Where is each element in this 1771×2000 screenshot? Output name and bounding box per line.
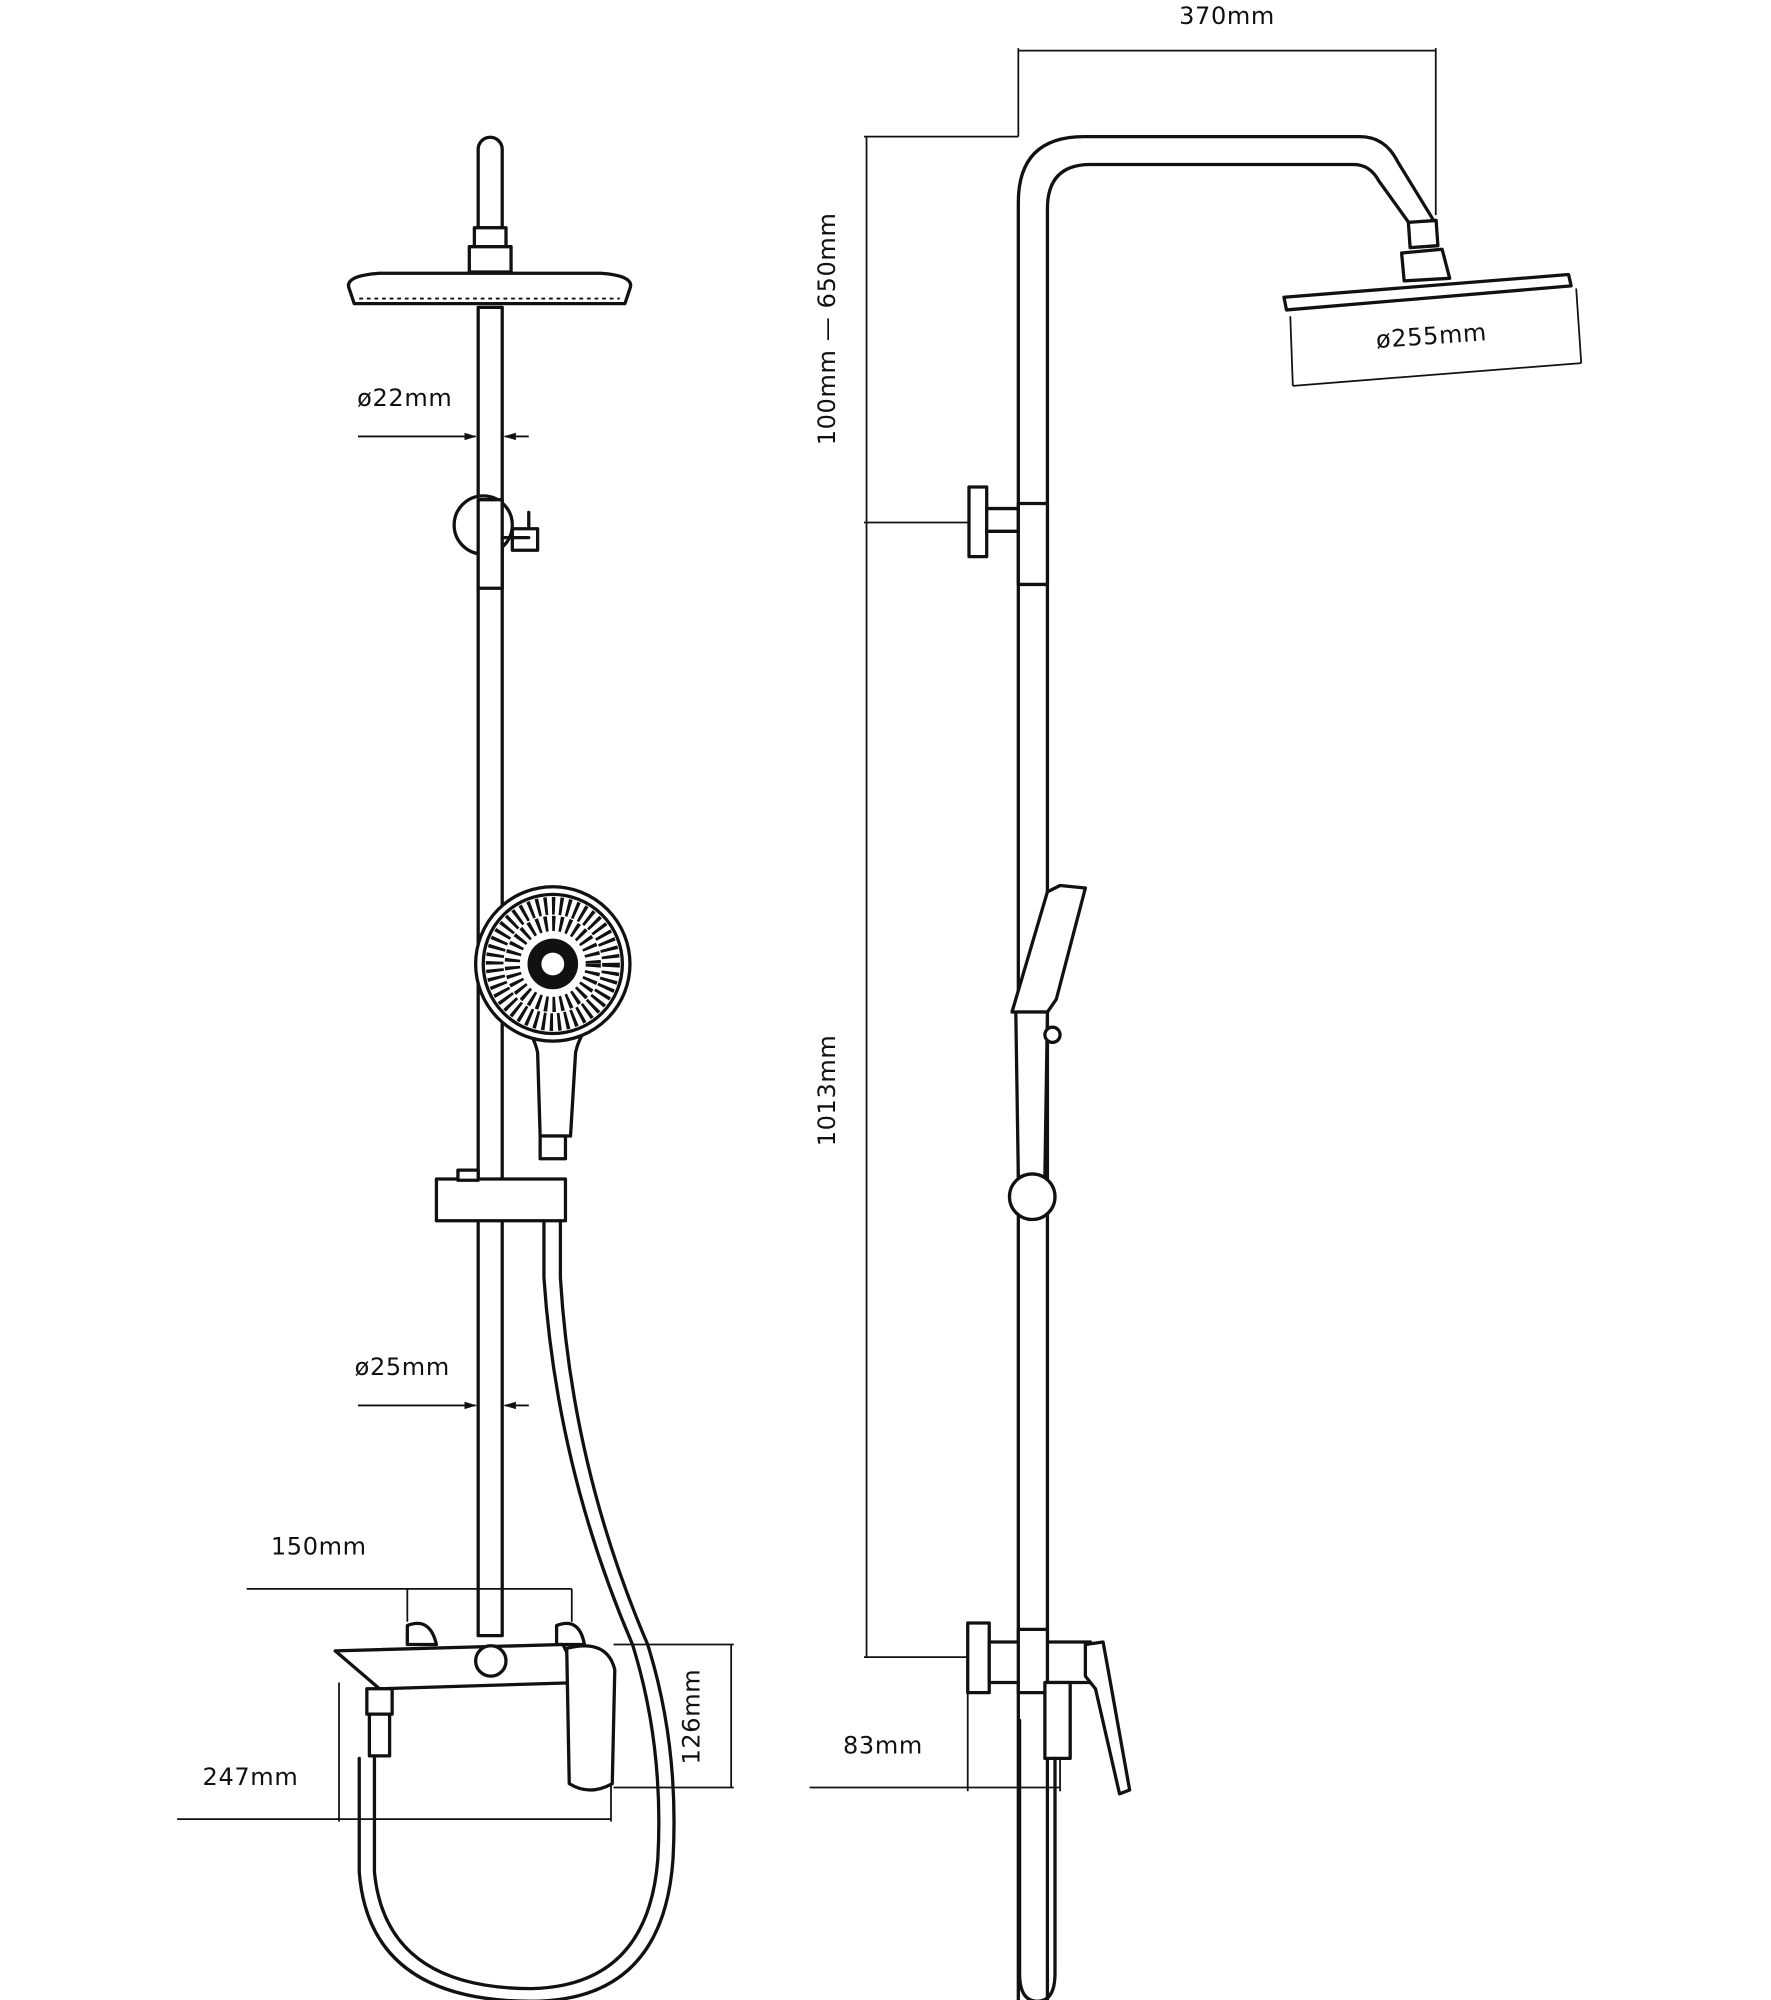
- slider-knob: [1007, 1172, 1057, 1222]
- inlet-spacing-label: 150mm: [271, 1533, 367, 1561]
- hose: [372, 1219, 661, 1991]
- dim-inlet-spacing: 150mm: [246, 1533, 573, 1622]
- head-flange: [467, 245, 513, 274]
- hose-side: [1017, 1718, 1057, 2000]
- hand-shower: [473, 885, 632, 1161]
- head-diameter-label: ø255mm: [1375, 318, 1488, 354]
- dim-arm-reach: 370mm: [1017, 2, 1437, 216]
- riser-arm-pipe: [1016, 134, 1438, 2000]
- mixer-height-label: 126mm: [678, 1669, 706, 1765]
- mixer-valve: [333, 1621, 617, 1792]
- dim-pipe-bottom: ø25mm: [355, 1353, 529, 1410]
- hand-shower-side: [1010, 883, 1088, 1014]
- rain-shower-head: [346, 271, 633, 306]
- dim-mixer-height: 126mm: [613, 1643, 734, 1789]
- front-view: ø22mm ø25mm 150mm 126mm 247mm: [177, 135, 734, 2000]
- head-nut: [472, 226, 508, 249]
- mixer-width-label: 247mm: [203, 1763, 299, 1791]
- dim-height: 100mm — 650mm 1013mm: [813, 135, 1019, 1659]
- top-arm-pipe: [476, 135, 504, 230]
- rain-shower-head-side: [1282, 272, 1573, 312]
- wall-projection-label: 83mm: [843, 1731, 923, 1759]
- pipe-diameter-bottom-label: ø25mm: [355, 1353, 450, 1381]
- wall-bracket-side: [1016, 501, 1050, 587]
- dim-wall-projection: 83mm: [809, 1692, 1061, 1792]
- dim-mixer-width: 247mm: [177, 1682, 612, 1822]
- arm-reach-label: 370mm: [1179, 2, 1275, 30]
- riser-height-label: 1013mm: [813, 1035, 841, 1147]
- side-view: 370mm ø255mm 100mm — 650mm 1013mm 83mm: [809, 2, 1583, 2000]
- pipe-diameter-top-label: ø22mm: [357, 384, 452, 412]
- dim-pipe-top: ø22mm: [357, 384, 529, 441]
- head-flange-side: [1399, 247, 1452, 283]
- adjustable-height-label: 100mm — 650mm: [813, 213, 841, 446]
- slider-holder: [434, 1177, 568, 1223]
